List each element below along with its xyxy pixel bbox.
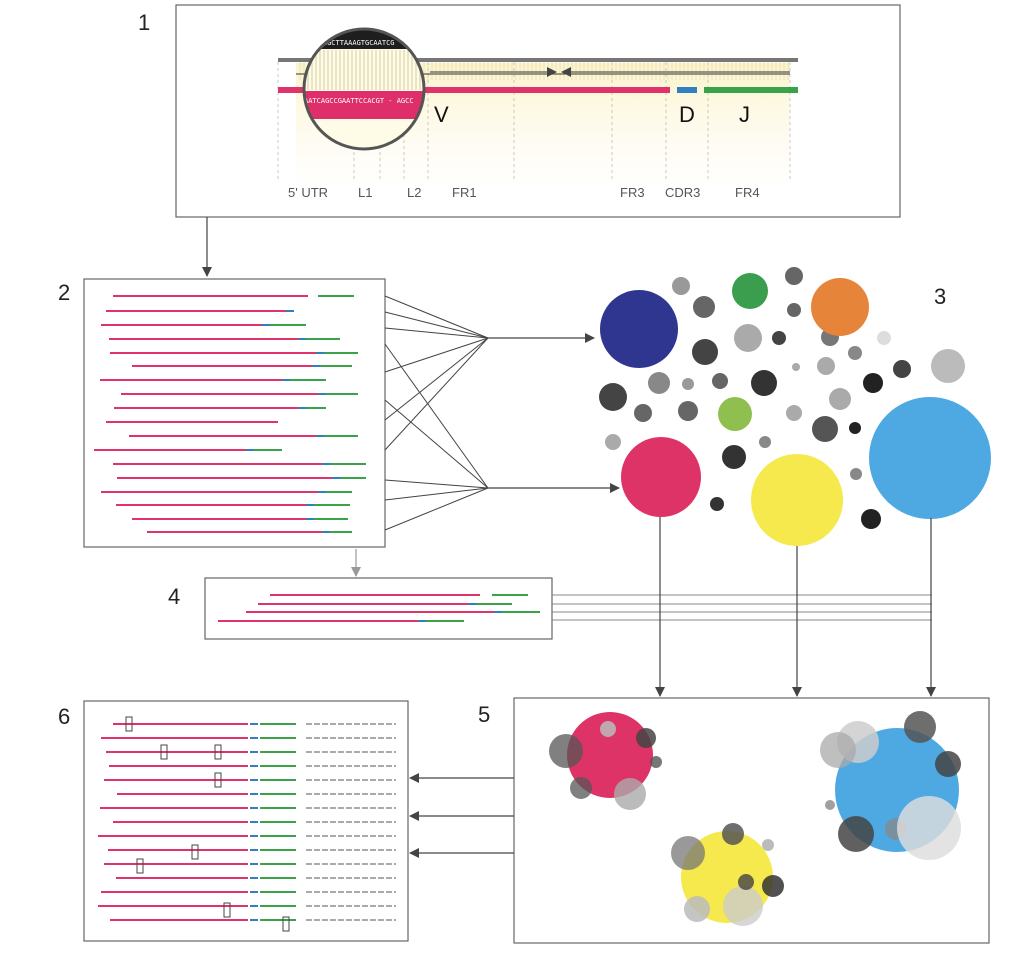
singleton-clone [786, 405, 802, 421]
zoom-lens-ring [302, 27, 426, 151]
singleton-clone [634, 404, 652, 422]
singleton-clone [751, 370, 777, 396]
zoom-top-sequence: AGTCGGCTTAAAGTGCAATCG [306, 39, 395, 47]
error-variant [897, 796, 961, 860]
singleton-clone [693, 296, 715, 318]
clonotype-clusters [599, 267, 991, 546]
error-variant [549, 734, 583, 768]
error-variant [738, 874, 754, 890]
singleton-clone [787, 303, 801, 317]
error-variant [636, 728, 656, 748]
mutation-marker [191, 844, 199, 860]
major-clone [621, 437, 701, 517]
major-clone [732, 273, 768, 309]
segment-label-cdr3: CDR3 [665, 185, 700, 200]
major-clone [600, 290, 678, 368]
segment-boundaries [277, 62, 791, 180]
singleton-clone [848, 346, 862, 360]
singleton-clone [599, 383, 627, 411]
singleton-clone [722, 445, 746, 469]
major-clone [751, 454, 843, 546]
singleton-clone [861, 509, 881, 529]
panel-1-label: 1 [138, 10, 150, 35]
segment-label-l2: L2 [407, 185, 421, 200]
mutation-marker [223, 902, 231, 918]
singleton-clone [812, 416, 838, 442]
zoom-bottom-sequence: AATCAGCCGAATTCCACGT - AGCC [304, 97, 414, 105]
error-variant [600, 721, 616, 737]
error-variant [904, 711, 936, 743]
segment-label-fr1: FR1 [452, 185, 477, 200]
panel-2-box [83, 278, 386, 548]
major-clone [811, 278, 869, 336]
singleton-clone [712, 373, 728, 389]
error-variant [671, 836, 705, 870]
mutation-marker [214, 772, 222, 788]
panel-3-label: 3 [934, 284, 946, 309]
segment-label-fr3: FR3 [620, 185, 645, 200]
panel-2-label: 2 [58, 280, 70, 305]
error-variant [820, 732, 856, 768]
singleton-clone [759, 436, 771, 448]
singleton-clone [678, 401, 698, 421]
singleton-clone [682, 378, 694, 390]
singleton-clone [605, 434, 621, 450]
panel-6-label: 6 [58, 704, 70, 729]
error-variant [684, 896, 710, 922]
singleton-clone [849, 422, 861, 434]
segment-label-utr: 5' UTR [288, 185, 328, 200]
panel-4-links [552, 594, 932, 621]
singleton-clone [648, 372, 670, 394]
d-gene-bar [677, 87, 697, 93]
d-gene-label: D [679, 102, 695, 127]
singleton-clone [829, 388, 851, 410]
segment-label-fr4: FR4 [735, 185, 760, 200]
singleton-clone [772, 331, 786, 345]
singleton-clone [672, 277, 690, 295]
merged-clone [567, 712, 653, 798]
merged-clonotypes [549, 711, 961, 926]
singleton-clone [792, 363, 800, 371]
error-variant [762, 875, 784, 897]
error-variant [614, 778, 646, 810]
segment-label-l1: L1 [358, 185, 372, 200]
error-variant [935, 751, 961, 777]
error-variant [722, 823, 744, 845]
singleton-clone [893, 360, 911, 378]
error-variant [838, 816, 874, 852]
error-variant [762, 839, 774, 851]
j-gene-label: J [739, 102, 750, 127]
mutation-marker [214, 744, 222, 760]
singleton-clone [734, 324, 762, 352]
mutation-marker [125, 716, 133, 732]
singleton-clone [692, 339, 718, 365]
singleton-clone [785, 267, 803, 285]
error-variant [570, 777, 592, 799]
singleton-clone [931, 349, 965, 383]
v-gene-label: V [434, 102, 449, 127]
singleton-clone [710, 497, 724, 511]
singleton-clone [817, 357, 835, 375]
panel-4-label: 4 [168, 584, 180, 609]
singleton-clone [850, 468, 862, 480]
clustering-lines [384, 295, 489, 531]
mutation-marker [160, 744, 168, 760]
v-gene-bar [278, 87, 670, 93]
singleton-clone [863, 373, 883, 393]
error-variant [650, 756, 662, 768]
error-corrected-reads [98, 716, 396, 932]
mutation-marker [136, 858, 144, 874]
consensus-reads [218, 594, 540, 622]
panel-5-label: 5 [478, 702, 490, 727]
error-variant [723, 886, 763, 926]
singleton-clone [877, 331, 891, 345]
panel-4-box [204, 577, 553, 640]
j-gene-bar [704, 87, 798, 93]
mutation-marker [282, 916, 290, 932]
major-clone [718, 397, 752, 431]
sequencing-reads [94, 295, 366, 533]
error-variant [825, 800, 835, 810]
major-clone [869, 397, 991, 519]
